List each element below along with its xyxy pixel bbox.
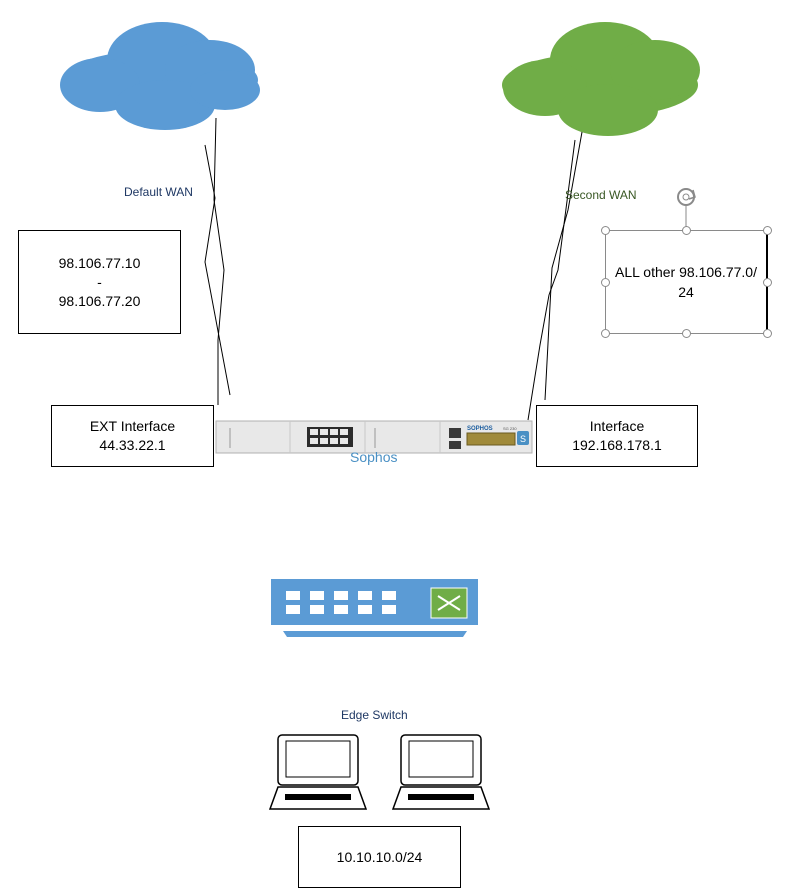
ext-interface-title: EXT Interface [89, 418, 176, 434]
ext-interface-ip: 44.33.22.1 [99, 437, 166, 453]
laptop-1 [268, 734, 368, 810]
resize-handle-b[interactable] [682, 329, 691, 338]
interface-ip: 192.168.178.1 [572, 437, 662, 453]
resize-handle-r[interactable] [763, 278, 772, 287]
second-wan-cloud [502, 22, 700, 136]
svg-text:SG 230: SG 230 [503, 426, 517, 431]
sophos-caption: Sophos [350, 449, 398, 465]
all-other-text: ALL other 98.106.77.0/ 24 [615, 264, 757, 300]
ext-interface-box[interactable]: EXT Interface 44.33.22.1 [51, 405, 214, 467]
all-other-box[interactable]: ALL other 98.106.77.0/ 24 [605, 230, 768, 334]
lan-subnet-box[interactable]: 10.10.10.0/24 [298, 826, 461, 888]
resize-handle-l[interactable] [601, 278, 610, 287]
resize-handle-tr[interactable] [763, 226, 772, 235]
svg-text:S: S [520, 434, 526, 444]
default-wan-label: Default WAN [124, 185, 193, 199]
second-wan-link-2 [527, 139, 576, 421]
resize-handle-br[interactable] [763, 329, 772, 338]
edge-switch-label: Edge Switch [341, 708, 408, 722]
interface-box[interactable]: Interface 192.168.178.1 [536, 405, 698, 467]
ip-range-separator: - [97, 273, 102, 290]
resize-handle-tl[interactable] [601, 226, 610, 235]
lan-subnet-text: 10.10.10.0/24 [336, 848, 423, 865]
default-wan-link [204, 144, 231, 396]
edge-switch-device [271, 579, 478, 637]
svg-text:SOPHOS: SOPHOS [467, 426, 493, 432]
default-wan-link-2 [213, 117, 225, 405]
interface-title: Interface [589, 418, 645, 434]
rotate-handle-icon[interactable] [677, 188, 696, 206]
resize-handle-bl[interactable] [601, 329, 610, 338]
second-wan-label: Second WAN [565, 188, 637, 202]
default-wan-cloud [60, 22, 260, 130]
ip-range-box[interactable]: 98.106.77.10 - 98.106.77.20 [18, 230, 181, 334]
resize-handle-t[interactable] [682, 226, 691, 235]
laptop-2 [391, 734, 491, 810]
sophos-firewall-appliance: S SOPHOS SG 230 [215, 420, 533, 454]
ip-range-end: 98.106.77.20 [58, 292, 141, 309]
second-wan-link [544, 131, 583, 401]
ip-range-start: 98.106.77.10 [58, 254, 141, 271]
